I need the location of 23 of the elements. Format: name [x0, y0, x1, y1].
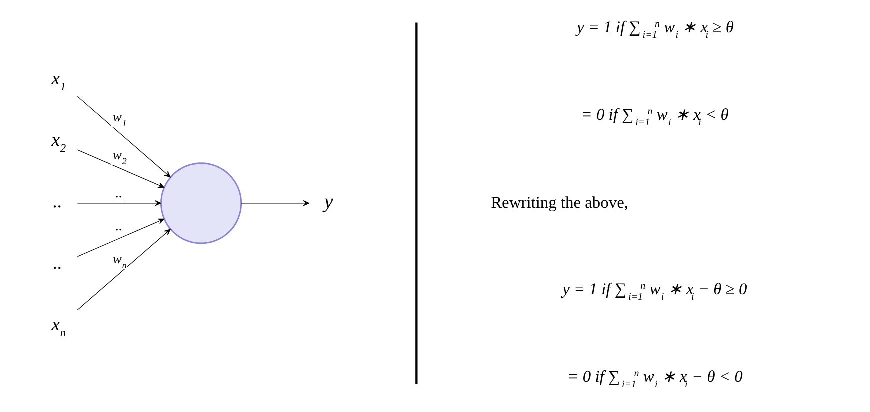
arrow [241, 200, 310, 206]
arrow [77, 200, 162, 206]
label: = 0 if ∑$_{i=1}$$^{n}$ w$_{i}$ ∗ x$_{i}$ − θ < 0 [568, 366, 743, 390]
node-circle [160, 162, 242, 244]
node-text: x$_{1}$ [52, 68, 66, 94]
arrow [77, 96, 171, 178]
node-text: .. [53, 192, 62, 213]
edge-label: w$_{1}$ [112, 110, 127, 130]
arrow [77, 150, 165, 188]
edge-label: .. [116, 185, 123, 200]
label: Rewriting the above, [491, 193, 629, 212]
edge-label: w$_{2}$ [112, 148, 127, 168]
label: y = 1 if ∑$_{i=1}$$^{n}$ w$_{i}$ ∗ x$_{i}$ ≥ θ [576, 18, 734, 42]
edge-label: .. [116, 218, 123, 234]
node-text: .. [53, 253, 62, 274]
label: y = 1 if ∑$_{i=1}$$^{n}$ w$_{i}$ ∗ x$_{i}$ − θ ≥ 0 [562, 280, 748, 304]
label: = 0 if ∑$_{i=1}$$^{n}$ w$_{i}$ ∗ x$_{i}$ < θ [581, 104, 729, 128]
node-text: x$_{n}$ [52, 314, 66, 340]
arrow [77, 229, 171, 310]
node-text: y [324, 191, 334, 214]
node-text: x$_{2}$ [52, 130, 66, 156]
edge-label: w$_{n}$ [112, 251, 127, 272]
arrow [77, 218, 165, 258]
